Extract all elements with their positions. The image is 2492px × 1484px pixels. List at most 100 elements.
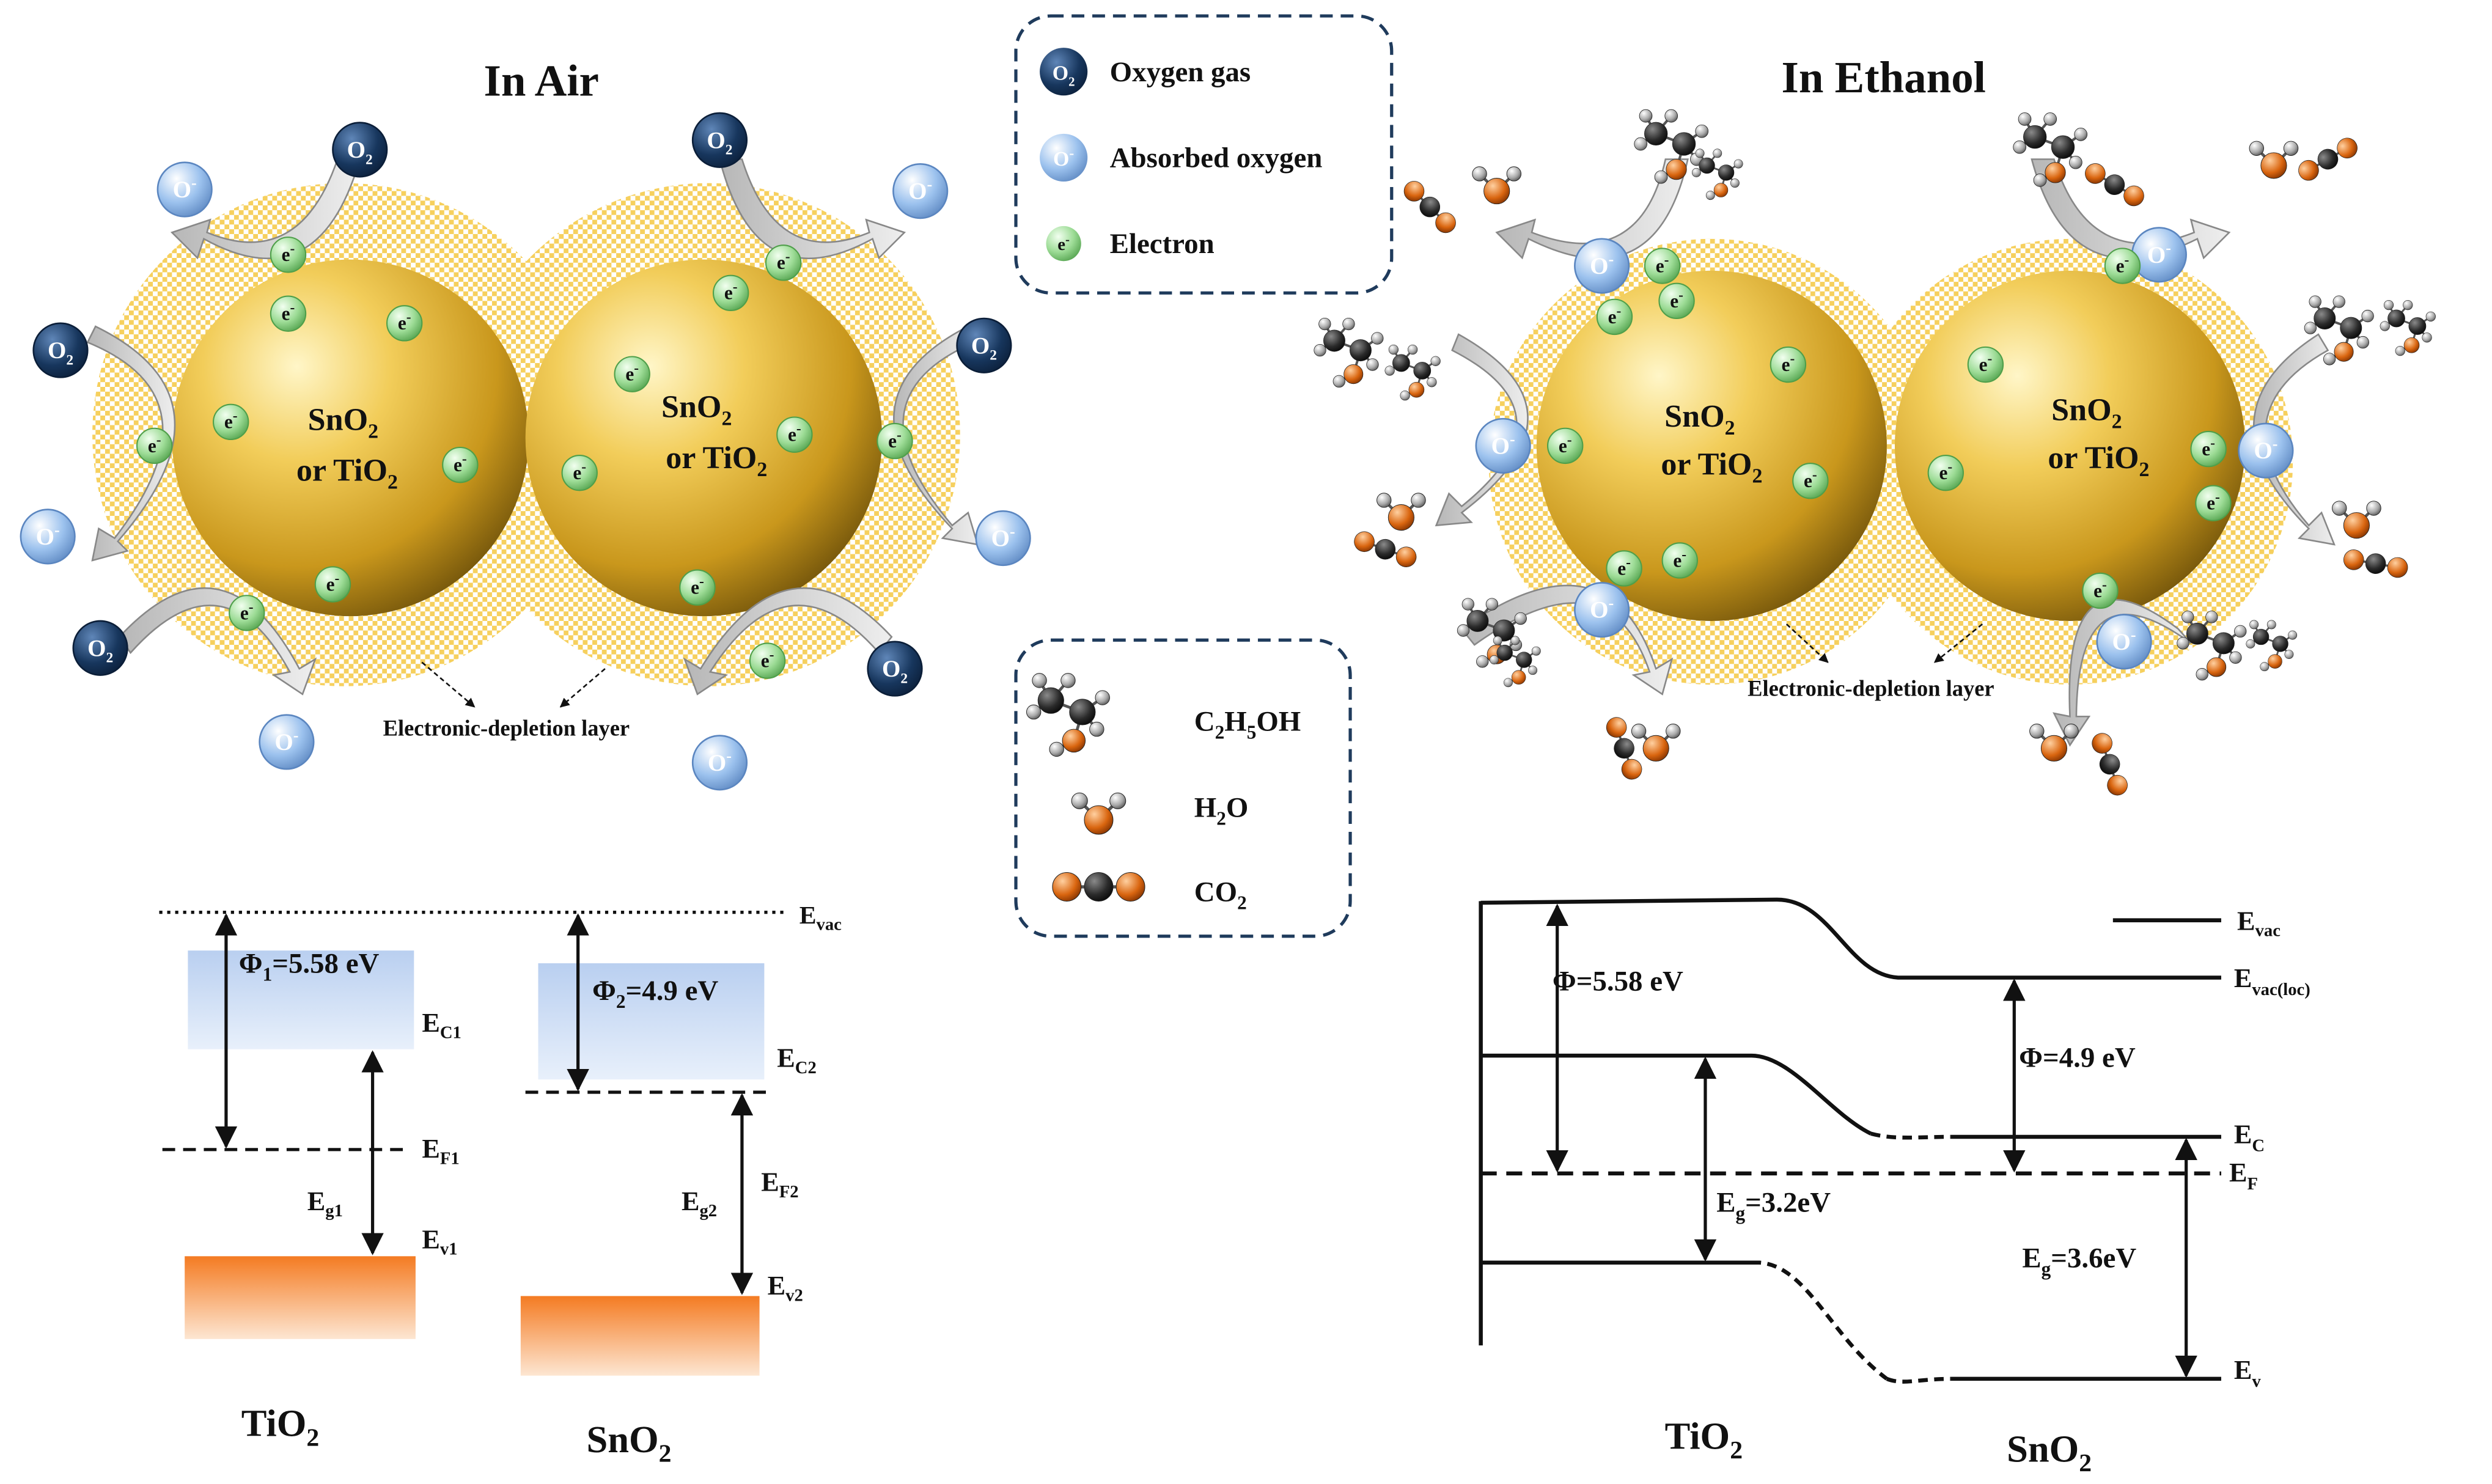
svg-text:e-: e- — [2207, 490, 2220, 514]
svg-text:e-: e- — [398, 309, 411, 334]
electron-icon: e- — [270, 237, 307, 273]
electron-icon: e- — [614, 356, 650, 392]
absorbed-oxygen-icon: O- — [1040, 133, 1088, 182]
evac-right-label: Evac — [2237, 906, 2281, 940]
svg-text:O2: O2 — [1053, 62, 1075, 89]
ef2-label: EF2 — [761, 1167, 798, 1202]
absorbed-oxygen-icon: O- — [1475, 417, 1531, 474]
electron-icon: e- — [561, 454, 598, 491]
electron-icon: e- — [229, 595, 265, 631]
eg2-label: Eg2 — [682, 1186, 717, 1221]
svg-text:e-: e- — [1782, 351, 1795, 375]
electron-icon: e- — [679, 569, 716, 606]
svg-text:e-: e- — [326, 570, 340, 595]
electron-icon: e- — [1596, 298, 1633, 336]
svg-text:e-: e- — [2116, 252, 2130, 276]
co2-molecule-icon — [1052, 872, 1145, 902]
svg-text:e-: e- — [1939, 459, 1952, 483]
legend-ethanol-label: C2H5OH — [1194, 706, 1301, 743]
absorbed-oxygen-icon: O- — [1574, 582, 1630, 638]
electron-icon: e- — [1661, 542, 1698, 579]
svg-text:O-: O- — [274, 726, 298, 755]
svg-text:e-: e- — [888, 427, 902, 452]
air-particle-left — [172, 259, 529, 617]
co2-molecule-icon — [2343, 549, 2408, 578]
electron-icon: e- — [1046, 226, 1081, 262]
water-molecule-icon — [1631, 724, 1681, 762]
electron-icon: e- — [877, 422, 913, 460]
svg-text:O-: O- — [2254, 435, 2277, 465]
svg-text:O-: O- — [36, 521, 60, 550]
ethanol-molecule-icon — [2380, 299, 2436, 356]
air-adsorption-arrows — [86, 158, 979, 696]
ev2-label: Ev2 — [768, 1271, 803, 1305]
air-particle-right-label: SnO2 or TiO2 — [661, 390, 767, 481]
ethanol-electrons: e-e-e-e-e-e-e-e-e-e-e-e-e-e- — [1547, 248, 2232, 609]
ethanol-molecule-icon — [1691, 149, 1743, 200]
svg-text:e-: e- — [788, 421, 801, 446]
electron-icon: e- — [1606, 550, 1642, 587]
svg-text:e-: e- — [1617, 554, 1631, 579]
svg-text:e-: e- — [1559, 432, 1572, 457]
ethanol-depletion-pointer: Electronic-depletion layer — [1748, 623, 1994, 700]
ethanol-particle-left — [1536, 270, 1887, 621]
electron-icon: e- — [2082, 572, 2119, 609]
oxygen-gas-icon: O2 — [332, 122, 388, 178]
svg-text:O-: O- — [908, 175, 932, 205]
svg-text:e-: e- — [761, 647, 774, 671]
ethanol-molecule-icon — [2304, 295, 2374, 365]
electron-icon: e- — [213, 403, 249, 441]
svg-text:O2: O2 — [707, 127, 732, 158]
molecule-legend: C2H5OH H2O CO2 — [1014, 638, 1352, 938]
oxygen-gas-icon: O2 — [72, 620, 128, 676]
ethanol-molecule-icon — [1634, 109, 1709, 184]
co2-molecule-icon — [2092, 733, 2128, 796]
conduction-band-dashed — [1870, 1131, 1951, 1140]
vacuum-level-curve — [1480, 897, 2221, 980]
phi-sno2-label: Φ=4.9 eV — [2019, 1041, 2136, 1073]
svg-text:e-: e- — [1608, 303, 1622, 328]
ev1-label: Ev1 — [422, 1224, 457, 1258]
evac-loc-label: Evac(loc) — [2234, 963, 2310, 999]
svg-text:O-: O- — [2112, 626, 2136, 655]
eg-sno2-label: Eg=3.6eV — [2022, 1243, 2136, 1280]
tio2-junction-label: TiO2 — [1665, 1415, 1743, 1465]
electron-icon: e- — [776, 416, 813, 453]
absorbed-oxygen-icon: O- — [892, 163, 949, 219]
ethanol-molecule-icon — [2177, 611, 2247, 681]
absorbed-oxygen-icon: O- — [2238, 422, 2294, 479]
electron-icon: e- — [270, 295, 307, 332]
svg-text:O-: O- — [173, 174, 197, 203]
svg-text:e-: e- — [454, 451, 467, 476]
ec2-label: EC2 — [777, 1043, 817, 1077]
phi1-label: Φ1=5.58 eV — [239, 948, 380, 985]
ethanol-molecule-icon — [1026, 673, 1110, 757]
svg-text:e-: e- — [573, 459, 586, 483]
absorbed-oxygen-icon: O- — [691, 735, 748, 791]
svg-text:O2: O2 — [971, 332, 997, 363]
evac-label: Evac — [799, 902, 842, 934]
legend-oxygen-gas-label: Oxygen gas — [1110, 56, 1251, 88]
svg-text:O-: O- — [1053, 145, 1074, 171]
co2-molecule-icon — [1403, 181, 1456, 233]
ethanol-molecule-icon — [1314, 317, 1384, 388]
electron-icon: e- — [1927, 454, 1965, 491]
svg-text:e-: e- — [1673, 546, 1686, 571]
svg-text:e-: e- — [625, 361, 639, 385]
species-legend: O2 Oxygen gas O- Absorbed oxygen e- Elec… — [1014, 14, 1394, 295]
ethanol-molecule-icon — [1026, 673, 1110, 757]
co2-molecule-icon — [1606, 717, 1642, 780]
ec-right-label: EC — [2234, 1119, 2265, 1155]
phi2-label: Φ2=4.9 eV — [592, 975, 718, 1012]
air-particle-right — [525, 259, 883, 617]
legend-absorbed-oxygen-label: Absorbed oxygen — [1110, 142, 1323, 174]
absorbed-oxygen-icon: O- — [975, 510, 1031, 567]
absorbed-oxygen-icon: O- — [2131, 227, 2187, 283]
absorbed-oxygen-icon: O- — [20, 509, 76, 565]
absorbed-oxygen-icon: O- — [259, 714, 315, 770]
water-molecule-icon — [2249, 141, 2299, 179]
water-molecule-icon — [2332, 501, 2381, 539]
electron-icon: e- — [1644, 248, 1681, 284]
band-diagram-heterojunction: Φ=5.58 eV Φ=4.9 eV Eg=3.2eV Eg=3.6eV Eva… — [1479, 897, 2310, 1477]
